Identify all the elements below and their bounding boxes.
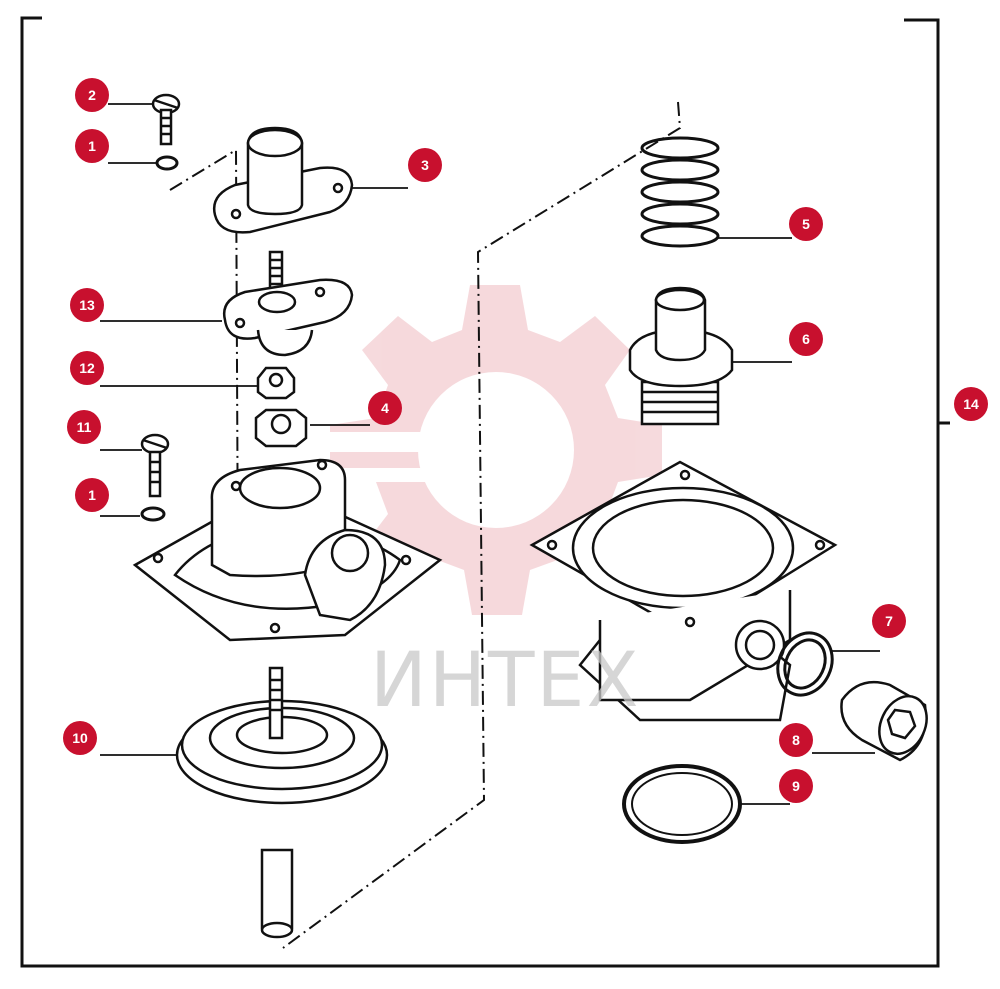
callout-2: 2 [75, 78, 109, 112]
callout-11: 11 [67, 410, 101, 444]
seal-ring-part-7 [776, 631, 834, 697]
callout-9: 9 [779, 769, 813, 803]
washer-part-1-lower [140, 506, 166, 522]
callout-4: 4 [368, 391, 402, 425]
assembly-bracket [20, 16, 950, 968]
screw-part-11 [140, 433, 170, 498]
callout-14: 14 [954, 387, 988, 421]
gasket-ring-part-9 [622, 764, 742, 844]
callout-13: 13 [70, 288, 104, 322]
callout-3: 3 [408, 148, 442, 182]
callout-5: 5 [789, 207, 823, 241]
lower-housing [529, 460, 838, 722]
spring-part-5 [640, 136, 720, 248]
screw-part-2 [151, 93, 181, 146]
callout-7: 7 [872, 604, 906, 638]
callout-1-lower: 1 [75, 478, 109, 512]
separator-lines [169, 101, 682, 949]
callout-1: 1 [75, 129, 109, 163]
watermark-text: ИНТЕХ [370, 635, 641, 724]
cap-flange-part-3 [212, 126, 354, 234]
upper-housing [132, 458, 443, 642]
leader-lines [100, 103, 880, 805]
diaphragm-piston-part-10 [175, 666, 389, 939]
washer-part-1-upper [155, 155, 179, 171]
callout-10: 10 [63, 721, 97, 755]
callout-12: 12 [70, 351, 104, 385]
nut-part-4 [254, 408, 308, 448]
stud-flange-part-13 [222, 250, 354, 357]
callout-6: 6 [789, 322, 823, 356]
nut-part-12 [256, 366, 296, 400]
plug-part-8 [840, 680, 928, 762]
valve-plug-part-6 [628, 286, 734, 426]
callout-8: 8 [779, 723, 813, 757]
